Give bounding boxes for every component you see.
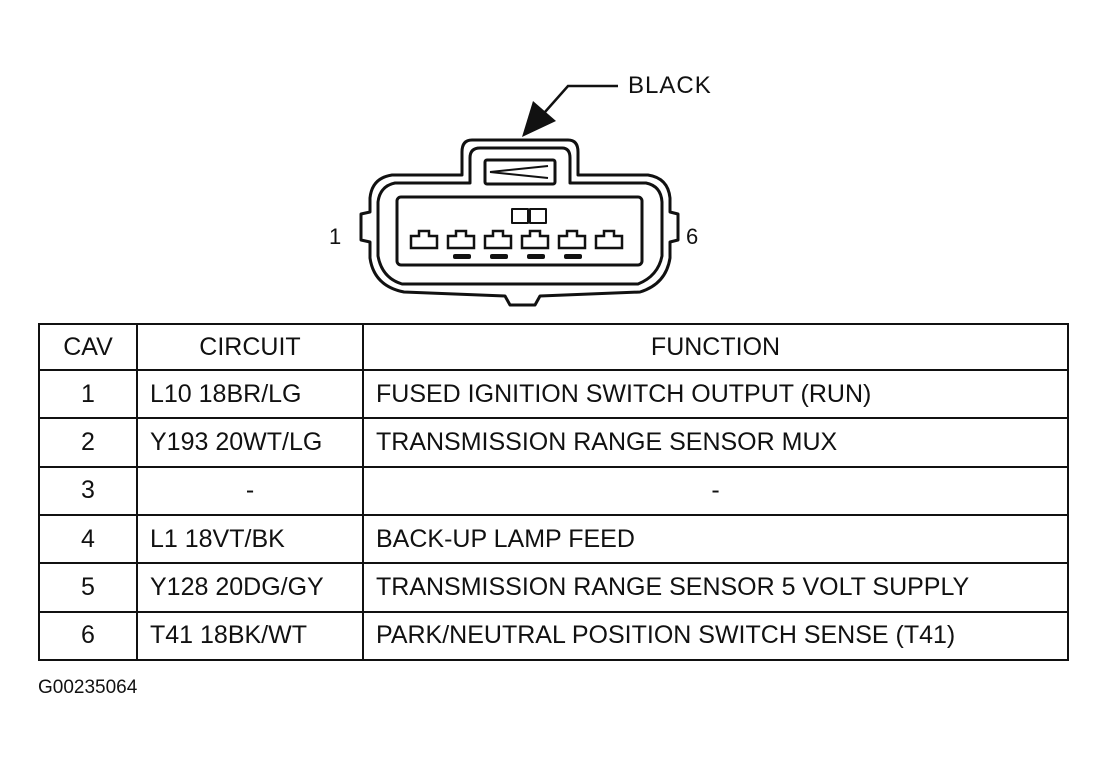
table-row: 6 T41 18BK/WT PARK/NEUTRAL POSITION SWIT… <box>38 610 1069 662</box>
connector-key <box>511 208 529 224</box>
function-cell: TRANSMISSION RANGE SENSOR MUX <box>362 417 1069 468</box>
connector-diagram <box>359 84 680 307</box>
header-circuit: CIRCUIT <box>136 323 364 371</box>
terminal-4 <box>520 229 550 250</box>
terminal-slot <box>564 254 582 259</box>
connector-latch <box>483 158 557 186</box>
connector-outer-shell <box>359 138 680 307</box>
table-row: 3 - - <box>38 465 1069 516</box>
pin-1-label: 1 <box>329 224 342 249</box>
terminal-slot <box>453 254 471 259</box>
cav-cell: 4 <box>38 513 138 565</box>
color-leader-line <box>544 84 618 113</box>
function-cell: BACK-UP LAMP FEED <box>362 513 1069 565</box>
cav-cell: 2 <box>38 417 138 468</box>
header-function: FUNCTION <box>362 323 1069 371</box>
connector-color-label: BLACK <box>628 72 712 99</box>
circuit-cell: Y128 20DG/GY <box>136 562 364 613</box>
table-row: 5 Y128 20DG/GY TRANSMISSION RANGE SENSOR… <box>38 562 1069 613</box>
terminal-slot <box>490 254 508 259</box>
circuit-cell: Y193 20WT/LG <box>136 417 364 468</box>
terminal-2 <box>446 229 476 250</box>
connector-latch-ramp <box>489 165 549 179</box>
cav-cell: 1 <box>38 368 138 420</box>
table-row: 4 L1 18VT/BK BACK-UP LAMP FEED <box>38 513 1069 565</box>
table-row: 2 Y193 20WT/LG TRANSMISSION RANGE SENSOR… <box>38 417 1069 468</box>
pin-6-label: 6 <box>686 224 699 249</box>
circuit-cell: - <box>136 465 364 516</box>
cav-cell: 5 <box>38 562 138 613</box>
circuit-cell: L1 18VT/BK <box>136 513 364 565</box>
terminal-6 <box>594 229 624 250</box>
table-row: 1 L10 18BR/LG FUSED IGNITION SWITCH OUTP… <box>38 368 1069 420</box>
cav-cell: 6 <box>38 610 138 662</box>
function-cell: FUSED IGNITION SWITCH OUTPUT (RUN) <box>362 368 1069 420</box>
circuit-cell: T41 18BK/WT <box>136 610 364 662</box>
cav-cell: 3 <box>38 465 138 516</box>
pinout-table: CAV CIRCUIT FUNCTION 1 L10 18BR/LG FUSED… <box>38 323 1069 662</box>
color-leader-arrow <box>522 101 556 137</box>
circuit-cell: L10 18BR/LG <box>136 368 364 420</box>
terminal-1 <box>409 229 439 250</box>
terminal-5 <box>557 229 587 250</box>
function-cell: - <box>362 465 1069 516</box>
terminal-slot <box>527 254 545 259</box>
connector-inner-shell <box>376 146 664 286</box>
figure-id: G00235064 <box>38 677 138 698</box>
header-cav: CAV <box>38 323 138 371</box>
terminal-3 <box>483 229 513 250</box>
connector-key <box>529 208 547 224</box>
table-header-row: CAV CIRCUIT FUNCTION <box>38 323 1069 371</box>
function-cell: PARK/NEUTRAL POSITION SWITCH SENSE (T41) <box>362 610 1069 662</box>
connector-cavity-frame <box>395 195 644 267</box>
function-cell: TRANSMISSION RANGE SENSOR 5 VOLT SUPPLY <box>362 562 1069 613</box>
